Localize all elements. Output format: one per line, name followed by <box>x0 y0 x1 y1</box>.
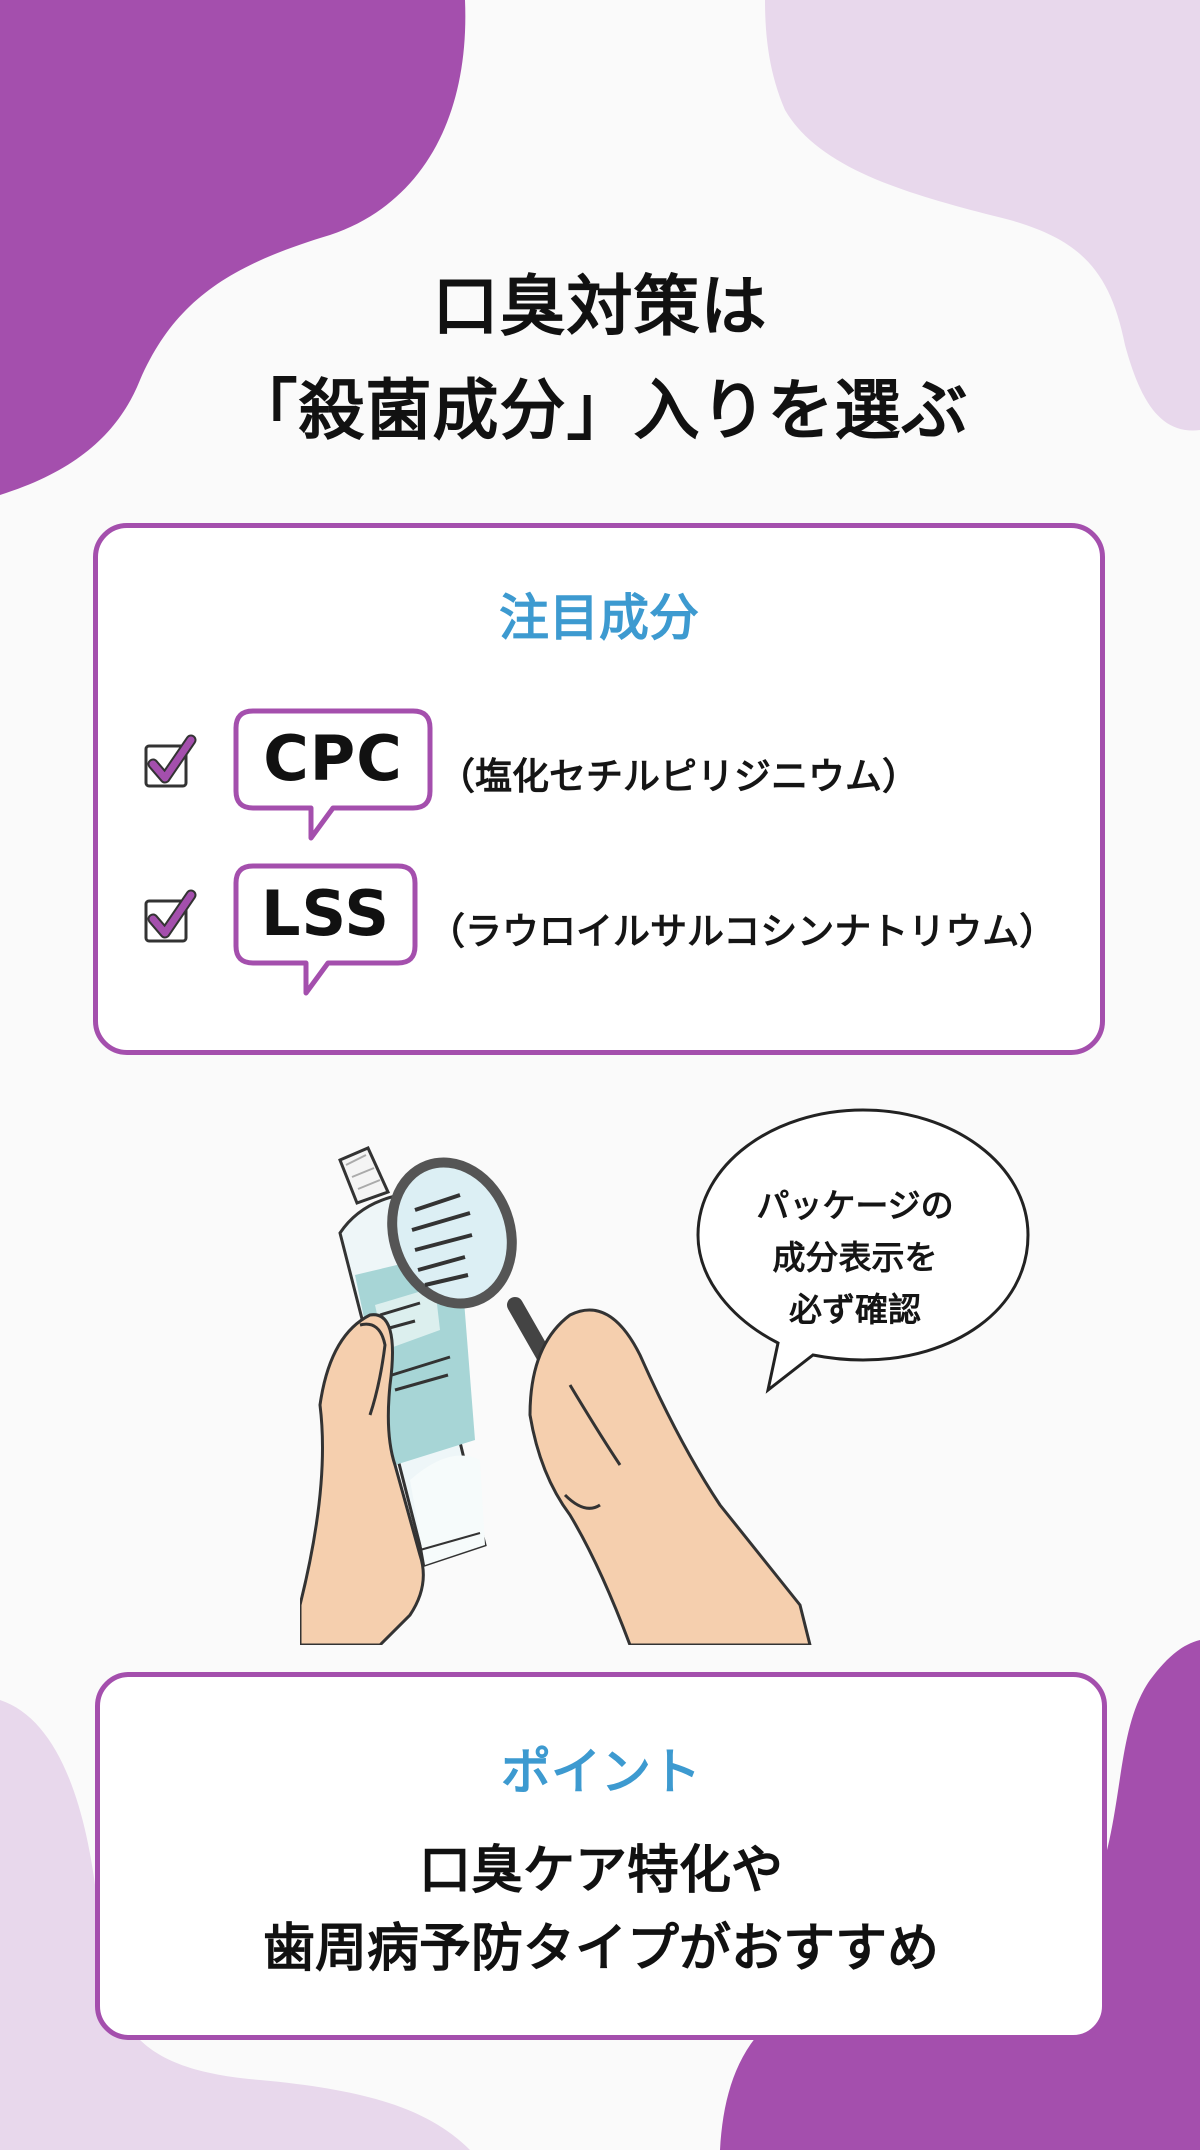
page-title: 口臭対策は 「殺菌成分」入りを選ぶ <box>0 255 1200 463</box>
checkbox-checked-icon <box>144 889 197 943</box>
cpc-abbr: CPC <box>263 721 403 795</box>
speech-line-3: 必ず確認 <box>789 1290 921 1329</box>
point-line-1: 口臭ケア特化や <box>418 1841 783 1901</box>
point-line-2: 歯周病予防タイプがおすすめ <box>262 1919 939 1979</box>
title-line-1: 口臭対策は <box>432 268 768 345</box>
lss-abbr: LSS <box>260 876 391 950</box>
cpc-label-bubble: CPC <box>233 708 433 848</box>
title-line-2: 「殺菌成分」入りを選ぶ <box>231 372 969 449</box>
speech-bubble-shape <box>233 863 418 996</box>
checkbox-checked-icon <box>144 734 197 788</box>
ingredients-heading: 注目成分 <box>499 589 699 647</box>
speech-line-2: 成分表示を <box>772 1238 938 1277</box>
lss-full-name: （ラウロイルサルコシンナトリウム） <box>428 910 1057 953</box>
point-heading: ポイント <box>501 1743 701 1801</box>
toothpaste-magnifier-illustration <box>300 1146 812 1645</box>
blob-top-left <box>0 0 466 495</box>
speech-line-1: パッケージの <box>756 1186 954 1225</box>
ingredients-card: 注目成分 CPC （塩化セチルピリジニウム） LSS （ラウロイルサルコシンナト… <box>93 523 1105 1055</box>
blob-top-right <box>765 0 1200 431</box>
speech-bubble-shape <box>233 708 433 841</box>
lss-label-bubble: LSS <box>233 863 418 1003</box>
cpc-full-name: （塩化セチルピリジニウム） <box>438 755 919 798</box>
point-body: 口臭ケア特化や 歯周病予防タイプがおすすめ <box>100 1832 1102 1988</box>
point-card: ポイント 口臭ケア特化や 歯周病予防タイプがおすすめ <box>95 1672 1107 2040</box>
speech-bubble <box>696 1108 1030 1394</box>
speech-bubble-text: パッケージの 成分表示を 必ず確認 <box>700 1180 1010 1336</box>
